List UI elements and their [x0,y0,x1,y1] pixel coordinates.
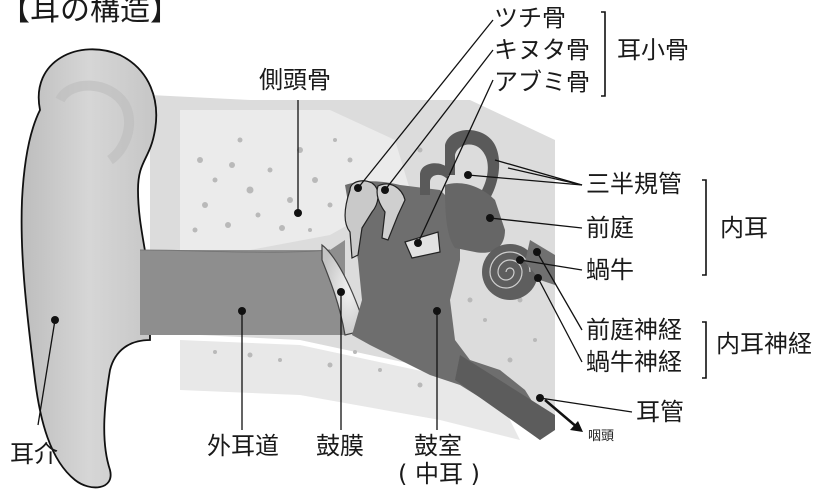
middle-ear-cavity [345,181,550,440]
cochlea-spiral [489,251,531,289]
label-auricle: 耳介 [10,440,58,468]
semicircular-canals [445,130,500,205]
bone-lower [180,340,520,440]
pinna-fold [55,80,134,165]
label-external-canal: 外耳道 [207,432,279,460]
label-semicircular-canals: 三半規管 [586,170,682,198]
brackets [601,11,707,379]
label-dots [51,171,544,402]
semicircular-canal-2 [420,163,448,195]
label-pharynx: 咽頭 [588,429,615,444]
label-malleus: ツチ骨 [494,4,566,32]
label-temporal-bone: 側頭骨 [259,66,331,94]
label-middle-ear: ( 中耳 ) [398,460,480,488]
ear-canal-top [139,249,331,253]
pharynx-arrow-icon [544,399,583,432]
label-cochlea: 蝸牛 [586,256,634,284]
label-vestibulocochlear-nerve: 内耳神経 [716,330,812,358]
label-tympanic-cavity: 鼓室 [414,432,462,460]
label-inner-ear: 内耳 [720,214,768,242]
stapes [404,231,441,259]
nerve-bundle [525,240,555,285]
eustachian-tube [455,355,555,440]
label-incus: キヌタ骨 [494,36,590,64]
page-title: 【耳の構造】 [0,0,180,28]
ear-canal [140,240,345,335]
label-eustachian-tube: 耳管 [636,398,684,426]
vestibule [445,183,505,253]
bone-speckles [192,137,537,388]
pinna [20,48,158,489]
label-eardrum: 鼓膜 [316,432,364,460]
malleus [344,180,379,259]
label-cochlear-nerve: 蝸牛神経 [586,348,682,376]
label-stapes: アブミ骨 [494,68,590,96]
label-vestibular-nerve: 前庭神経 [586,316,682,344]
label-ossicles: 耳小骨 [617,36,689,64]
label-vestibule: 前庭 [586,214,634,242]
incus [376,183,406,241]
leader-lines [37,19,633,430]
